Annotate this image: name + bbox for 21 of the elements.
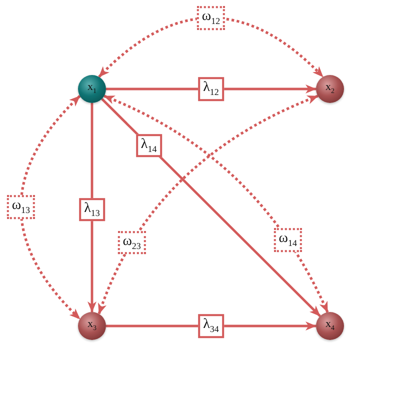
sphere-node [316, 312, 344, 340]
sphere-node [78, 312, 106, 340]
sphere-node [316, 75, 344, 103]
edge-label: λ$_{14}$ [136, 134, 162, 158]
edge-label: ω$_{12}$ [196, 6, 226, 30]
sphere-node [78, 75, 106, 103]
arrow [106, 322, 316, 330]
node-label: x$_{3}$ [88, 319, 96, 333]
node-label: x$_{1}$ [88, 82, 96, 96]
edge-label: ω$_{14}$ [274, 228, 302, 252]
edge-label: ω$_{23}$ [118, 230, 146, 254]
edge-label: λ$_{12}$ [198, 77, 224, 101]
node-label: x$_{4}$ [326, 319, 334, 333]
dotted-arrow [20, 95, 81, 320]
edge-label: λ$_{34}$ [198, 314, 224, 338]
edge-label: ω$_{13}$ [6, 195, 36, 220]
arrow [106, 84, 316, 94]
dotted-arrow [98, 16, 324, 78]
node-label: x$_{2}$ [326, 82, 334, 96]
edge-label: λ$_{13}$ [79, 198, 105, 222]
arrow [88, 103, 96, 312]
